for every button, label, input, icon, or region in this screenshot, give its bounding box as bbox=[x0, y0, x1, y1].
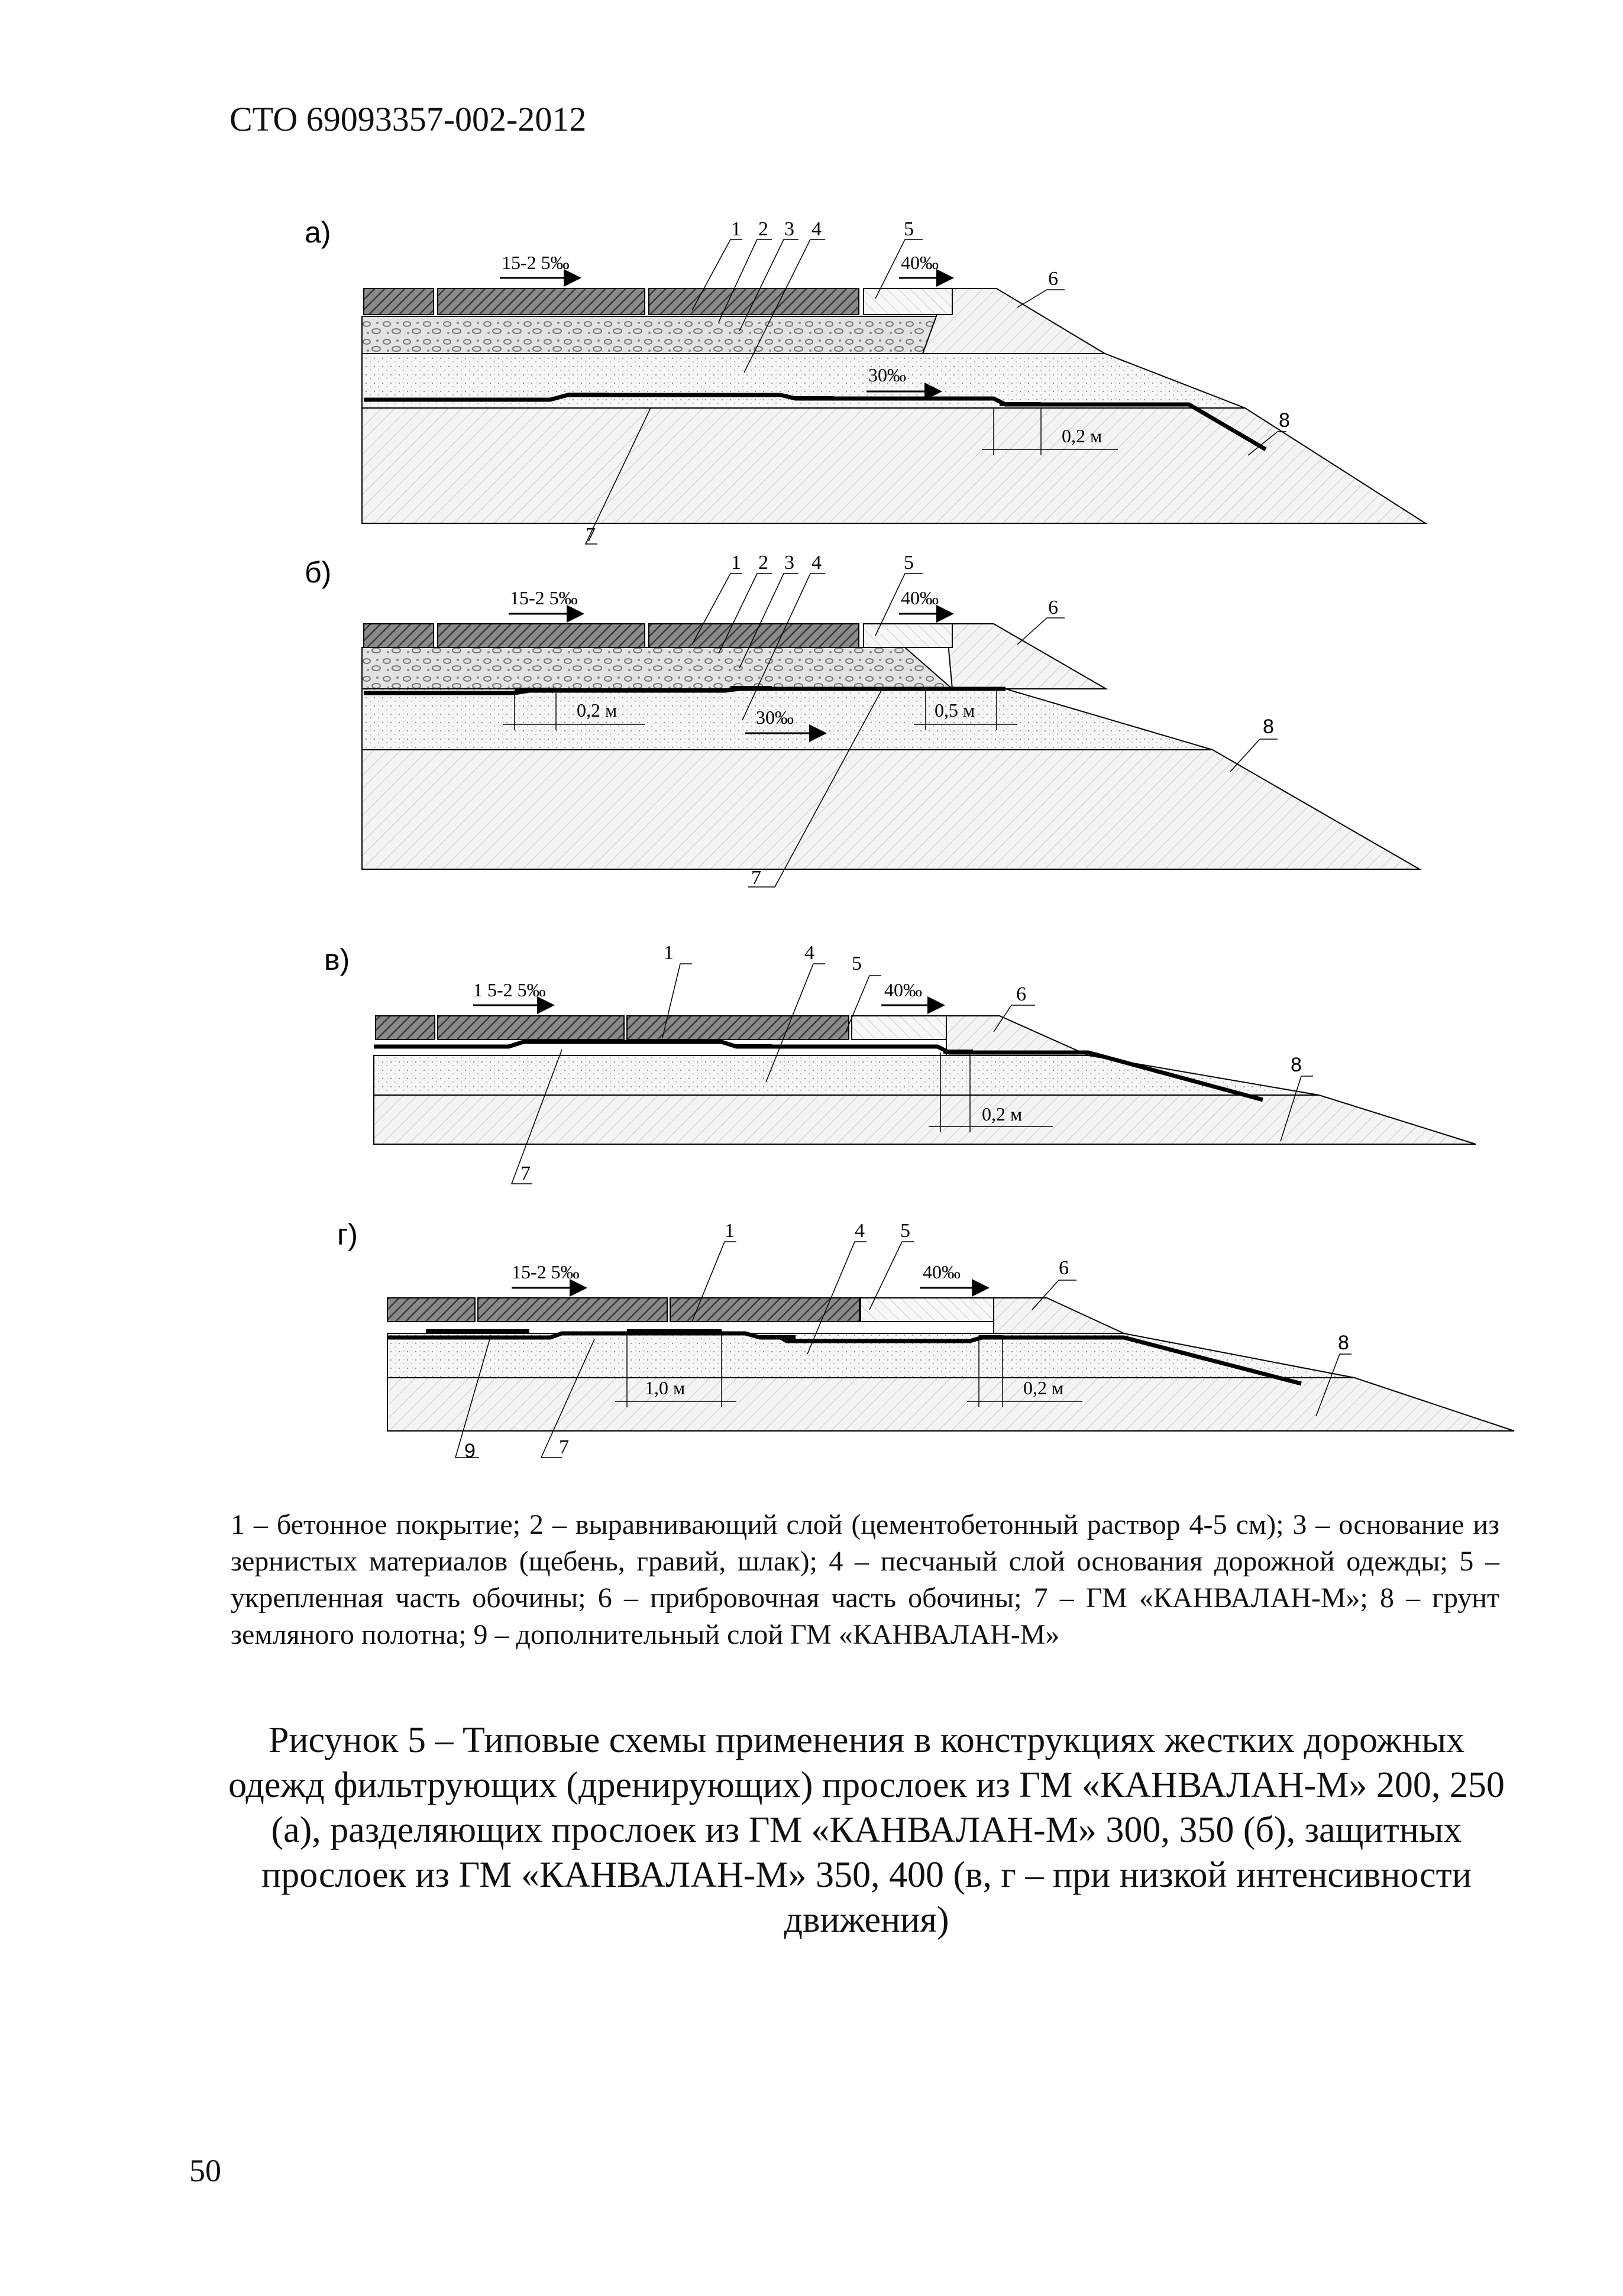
sand-layer bbox=[387, 1333, 1355, 1378]
figure-b: б) 15-2 5‰ 40‰ 30‰ 0,2 м 0,5 м bbox=[305, 552, 1422, 889]
extra-geotextile-layer bbox=[627, 1329, 722, 1333]
callout-5: 5 bbox=[900, 1220, 910, 1242]
callout-1: 1 bbox=[725, 1220, 735, 1242]
callout-2: 2 bbox=[758, 218, 768, 240]
figure-b-letter: б) bbox=[305, 556, 331, 589]
dimension-label: 1,0 м bbox=[645, 1377, 685, 1398]
concrete-slab bbox=[670, 1297, 860, 1322]
dimension-label: 0,2 м bbox=[1023, 1377, 1063, 1398]
callout-2: 2 bbox=[758, 552, 768, 574]
callout-8: 8 bbox=[1263, 715, 1274, 738]
geotextile-overlap bbox=[568, 393, 609, 397]
concrete-slab bbox=[437, 1015, 625, 1040]
callout-6: 6 bbox=[1048, 268, 1058, 290]
callout-5: 5 bbox=[852, 953, 862, 974]
callout-1: 1 bbox=[731, 218, 741, 240]
callout-3: 3 bbox=[784, 218, 794, 240]
shoulder-edge bbox=[946, 1015, 1089, 1056]
figure-c-letter: в) bbox=[324, 943, 350, 976]
callout-4: 4 bbox=[855, 1220, 865, 1242]
callout-7: 7 bbox=[559, 1436, 569, 1458]
geotextile-overlap bbox=[523, 1039, 559, 1044]
callout-7: 7 bbox=[751, 867, 761, 889]
reinforced-shoulder bbox=[851, 1015, 947, 1040]
callout-8: 8 bbox=[1338, 1332, 1349, 1354]
geotextile-overlap bbox=[730, 686, 772, 690]
dimension-label: 0,5 м bbox=[935, 700, 975, 721]
slope-label-surface: 15-2 5‰ bbox=[512, 1261, 580, 1283]
geotextile-overlap bbox=[979, 1335, 1003, 1339]
dimension-label: 0,2 м bbox=[982, 1103, 1022, 1125]
callout-9: 9 bbox=[464, 1440, 476, 1462]
figure-a-letter: а) bbox=[305, 216, 331, 249]
concrete-slab bbox=[626, 1015, 849, 1040]
geotextile-overlap bbox=[760, 1335, 796, 1339]
geotextile-overlap bbox=[736, 1044, 772, 1048]
figure-legend: 1 – бетонное покрытие; 2 – выравнивающий… bbox=[231, 1509, 1499, 1650]
figure-d-letter: г) bbox=[337, 1218, 358, 1251]
reinforced-shoulder bbox=[860, 1297, 994, 1322]
extra-geotextile-layer bbox=[426, 1329, 529, 1333]
reinforced-shoulder bbox=[863, 623, 953, 648]
slope-label-shoulder: 40‰ bbox=[901, 587, 939, 608]
concrete-slab bbox=[437, 288, 645, 315]
slope-label-surface: 15-2 5‰ bbox=[510, 587, 578, 608]
concrete-slab bbox=[477, 1297, 668, 1322]
dimension-label: 0,2 м bbox=[577, 700, 617, 721]
reinforced-shoulder bbox=[863, 288, 953, 315]
gravel-base-layer bbox=[361, 647, 954, 689]
concrete-slab bbox=[363, 288, 434, 315]
figures-canvas: а) 15-2 5‰ 40‰ 30‰ 0,2 м bbox=[305, 216, 1515, 1462]
geotextile-overlap bbox=[515, 688, 556, 692]
callout-1: 1 bbox=[731, 552, 741, 574]
figure-a: а) 15-2 5‰ 40‰ 30‰ 0,2 м bbox=[305, 216, 1428, 546]
callout-5: 5 bbox=[904, 218, 914, 240]
geotextile-overlap bbox=[1000, 402, 1041, 406]
geotextile-overlap bbox=[793, 396, 834, 400]
geotextile-overlap bbox=[943, 1050, 973, 1054]
subgrade-layer bbox=[361, 407, 1428, 524]
callout-4: 4 bbox=[812, 218, 822, 240]
callout-3: 3 bbox=[784, 552, 794, 574]
callout-6: 6 bbox=[1048, 597, 1058, 618]
callout-6: 6 bbox=[1016, 983, 1026, 1005]
figure-d: г) 15-2 5‰ 40‰ 1,0 м 0,2 м bbox=[337, 1218, 1515, 1462]
callout-4: 4 bbox=[804, 942, 814, 964]
geotextile-line bbox=[364, 686, 1006, 695]
figure-caption: Рисунок 5 – Типовые схемы применения в к… bbox=[228, 1720, 1505, 1940]
callout-4: 4 bbox=[812, 552, 822, 574]
figure-c: в) 1 5-2 5‰ 40‰ 0,2 м 1 4 5 6 7 bbox=[324, 942, 1476, 1184]
slope-label-surface: 1 5-2 5‰ bbox=[473, 979, 546, 1000]
callout-1: 1 bbox=[664, 942, 674, 964]
concrete-slab bbox=[437, 623, 645, 648]
slope-label-shoulder: 40‰ bbox=[884, 979, 922, 1000]
subgrade-layer bbox=[373, 1094, 1476, 1145]
slope-label-layer: 30‰ bbox=[868, 364, 906, 386]
callout-8: 8 bbox=[1279, 409, 1290, 432]
dimension-label: 0,2 м bbox=[1062, 425, 1102, 446]
shoulder-edge bbox=[993, 1297, 1124, 1334]
sand-layer bbox=[373, 1055, 1320, 1096]
subgrade-layer bbox=[361, 749, 1422, 870]
slope-label-shoulder: 40‰ bbox=[901, 252, 939, 273]
document-header: СТО 69093357-002-2012 bbox=[229, 100, 587, 138]
concrete-slab bbox=[648, 623, 859, 648]
callout-6: 6 bbox=[1059, 1257, 1069, 1279]
slope-label-shoulder: 40‰ bbox=[923, 1261, 961, 1283]
shoulder-edge bbox=[922, 288, 1107, 354]
callout-7: 7 bbox=[520, 1162, 531, 1184]
concrete-slab bbox=[375, 1015, 435, 1040]
concrete-slab bbox=[387, 1297, 476, 1322]
page-number: 50 bbox=[189, 2153, 221, 2188]
slope-label-surface: 15-2 5‰ bbox=[502, 252, 570, 273]
shoulder-edge bbox=[945, 623, 1108, 689]
slope-label-layer: 30‰ bbox=[756, 707, 794, 728]
concrete-slab bbox=[363, 623, 434, 648]
callout-7: 7 bbox=[586, 524, 596, 546]
callout-5: 5 bbox=[904, 552, 914, 574]
callout-8: 8 bbox=[1291, 1054, 1302, 1076]
